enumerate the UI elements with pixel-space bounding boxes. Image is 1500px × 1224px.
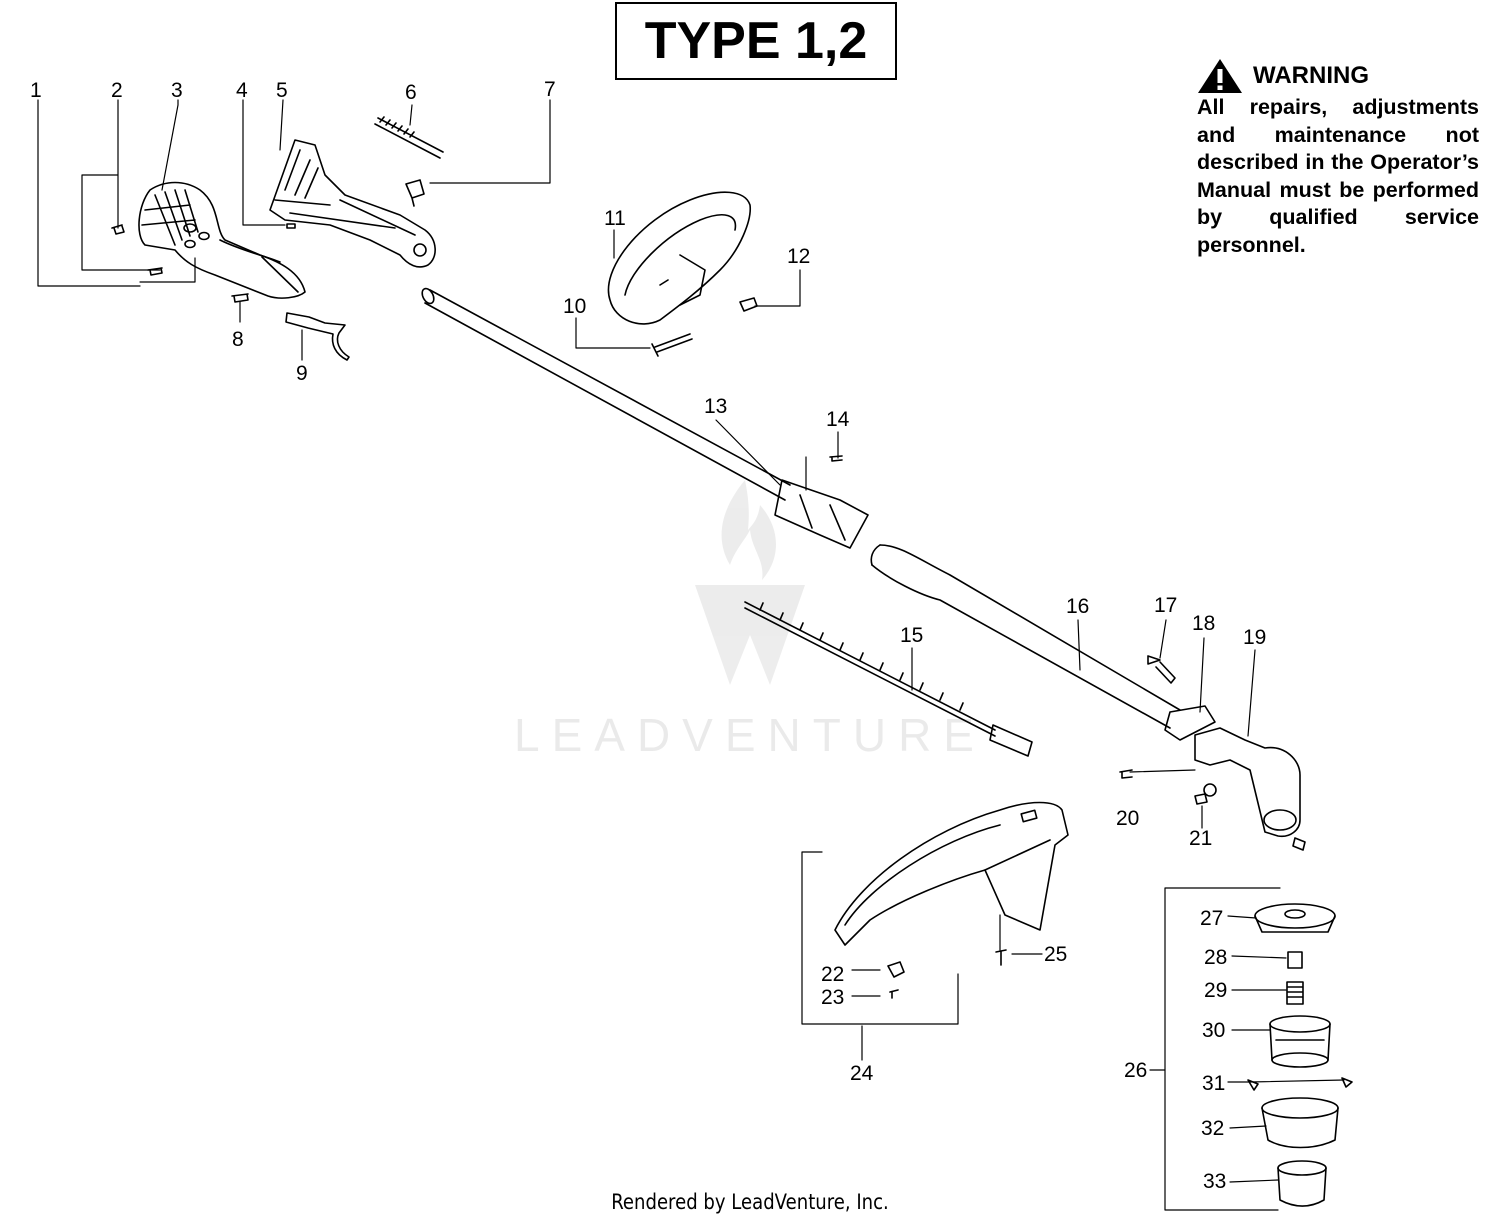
callout-20: 20 [1116, 807, 1139, 830]
callout-3: 3 [171, 79, 183, 102]
callout-25: 25 [1044, 943, 1067, 966]
wing-bolt-part [1147, 655, 1176, 684]
callout-33: 33 [1203, 1170, 1226, 1193]
drive-cable-part [744, 601, 1033, 757]
screw-part-8 [231, 293, 249, 303]
callout-5: 5 [276, 79, 288, 102]
callout-26: 26 [1124, 1059, 1147, 1082]
warning-triangle-icon [1198, 59, 1242, 93]
callout-19: 19 [1243, 626, 1266, 649]
callout-28: 28 [1204, 946, 1227, 969]
knob-part [405, 179, 425, 207]
eyelet-part [1287, 951, 1303, 969]
callout-31: 31 [1202, 1072, 1225, 1095]
screw-part-21 [1194, 793, 1208, 805]
leadventure-logo-icon [695, 480, 805, 685]
callout-2: 2 [111, 79, 123, 102]
outer-spool-housing-part [1261, 1097, 1339, 1149]
upper-handle-part [269, 139, 436, 268]
callout-15: 15 [900, 624, 923, 647]
diagram-title: TYPE 1,2 [615, 2, 897, 80]
callout-29: 29 [1204, 979, 1227, 1002]
callout-9: 9 [296, 362, 308, 385]
warning-heading: WARNING [1253, 62, 1369, 90]
callout-22: 22 [821, 963, 844, 986]
callout-27: 27 [1200, 907, 1223, 930]
warning-block: WARNING All repairs, adjustments and mai… [1197, 58, 1479, 259]
screw-part-12 [739, 297, 758, 312]
watermark-text: LEADVENTURE [514, 709, 986, 761]
callout-7: 7 [544, 78, 556, 101]
callout-16: 16 [1066, 595, 1089, 618]
lower-shaft-tube-part [870, 544, 1181, 729]
callout-30: 30 [1202, 1019, 1225, 1042]
callout-32: 32 [1201, 1117, 1224, 1140]
footer-credit: Rendered by LeadVenture, Inc. [611, 1190, 889, 1214]
bump-knob-part [1277, 1160, 1327, 1207]
gearhead-part [1164, 705, 1306, 851]
callout-6: 6 [405, 81, 417, 104]
throttle-trigger-part [285, 312, 350, 361]
screw-part-25 [995, 949, 1007, 966]
screw-part-20 [1119, 769, 1133, 779]
callout-12: 12 [787, 245, 810, 268]
screw-part-23 [889, 989, 899, 999]
clip-part-22 [887, 961, 905, 978]
spring-part [1286, 981, 1304, 1005]
callout-11: 11 [604, 207, 626, 230]
debris-guard-part [834, 801, 1069, 946]
callout-10: 10 [563, 295, 586, 318]
callout-8: 8 [232, 328, 244, 351]
callout-4: 4 [236, 79, 248, 102]
callout-1: 1 [30, 79, 42, 102]
warning-text: All repairs, adjustments and maintenance… [1197, 95, 1479, 257]
upper-shaft-tube-part [421, 287, 869, 549]
spool-part [1269, 1015, 1331, 1068]
screw-part-14 [829, 455, 843, 462]
handle-housing-part [138, 181, 306, 299]
spool-cap-part [1254, 903, 1336, 933]
callout-14: 14 [826, 408, 850, 431]
spring-cable-part [374, 116, 444, 159]
callout-23: 23 [821, 986, 844, 1009]
callout-21: 21 [1189, 827, 1212, 850]
screw-part-2 [111, 224, 163, 276]
warning-heading-row: WARNING [1197, 58, 1479, 94]
callout-13: 13 [704, 395, 727, 418]
loop-handle-part [607, 191, 751, 325]
callout-24: 24 [850, 1062, 874, 1085]
screw-part-4 [286, 223, 296, 229]
callout-18: 18 [1192, 612, 1215, 635]
callout-17: 17 [1154, 594, 1177, 617]
bolt-part [651, 333, 693, 357]
